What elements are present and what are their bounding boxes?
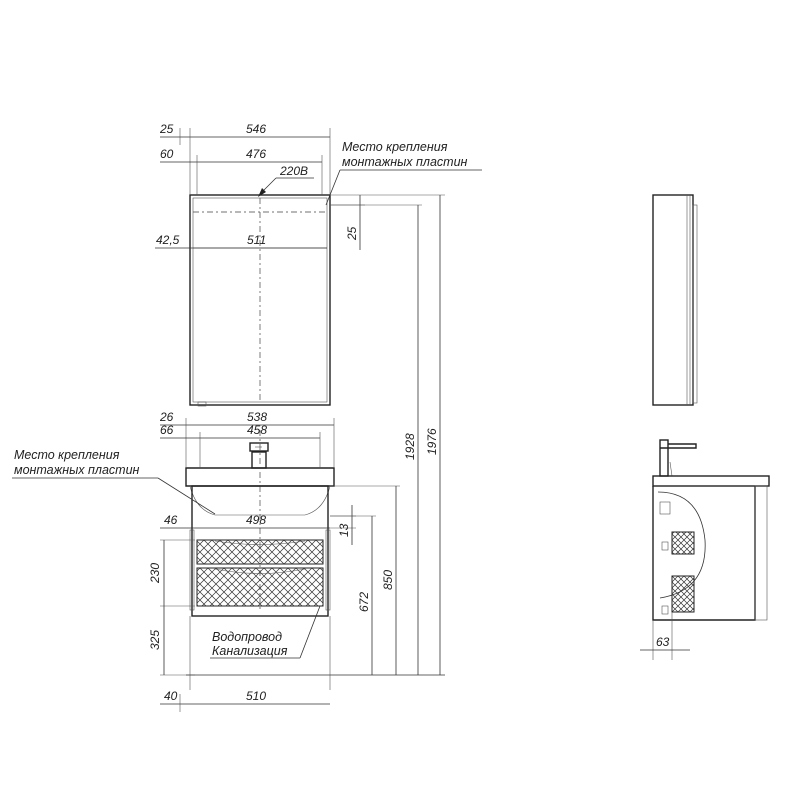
faucet-icon — [249, 442, 269, 469]
dim-label-458: 458 — [247, 423, 267, 437]
pipes-callout: Водопровод Канализация — [210, 605, 321, 659]
dim-vanity-left-verticals: 230 325 — [148, 539, 195, 676]
dim-label-v25: 25 — [345, 226, 359, 241]
dim-vanity-v13: 13 — [330, 505, 356, 545]
dim-label-230: 230 — [148, 563, 162, 584]
pipes-label-sewer: Канализация — [212, 644, 288, 658]
mirror-mount-label-line2: монтажных пластин — [342, 155, 468, 169]
voltage-marker: 220В — [258, 164, 314, 197]
dim-label-63: 63 — [656, 635, 670, 649]
mirror-cabinet-front — [189, 194, 331, 407]
mirror-mount-label-line1: Место крепления — [342, 140, 448, 154]
dim-label-511: 511 — [247, 233, 266, 247]
dim-label-42-5: 42,5 — [156, 233, 180, 247]
vanity-side-front — [754, 485, 768, 621]
drawer-bottom — [196, 567, 324, 607]
dim-label-546: 546 — [246, 122, 266, 136]
faucet-side-icon — [659, 439, 697, 477]
vanity-side — [652, 439, 770, 621]
vanity-mount-label-line2: монтажных пластин — [14, 463, 140, 477]
dim-label-538: 538 — [247, 410, 267, 424]
dim-vanity-right-verticals: 672 850 — [330, 485, 400, 675]
dim-vanity-510: 40 510 — [160, 689, 330, 712]
dim-label-510: 510 — [246, 689, 266, 703]
dim-vanity-498: 46 498 — [160, 513, 330, 529]
vanity-side-body — [652, 486, 756, 621]
dim-label-40: 40 — [164, 689, 178, 703]
dim-label-850: 850 — [381, 570, 395, 590]
dim-label-25-top: 25 — [159, 122, 174, 136]
dim-label-66: 66 — [160, 423, 174, 437]
basin-side-top — [652, 475, 770, 487]
dim-overall-heights: 1928 1976 — [330, 194, 445, 675]
dim-label-60: 60 — [160, 147, 174, 161]
dim-label-1976: 1976 — [425, 428, 439, 455]
pipes-label-water: Водопровод — [212, 630, 282, 644]
drawer-top — [196, 539, 324, 565]
vanity-mount-callout: Место крепления монтажных пластин — [12, 448, 216, 515]
dim-label-325: 325 — [148, 630, 162, 650]
dim-label-498: 498 — [246, 513, 266, 527]
dim-side-63: 63 — [640, 612, 690, 660]
vanity-side-panel-left — [189, 529, 195, 611]
dim-mirror-511: 42,5 511 — [155, 233, 327, 249]
dim-label-1928: 1928 — [403, 433, 417, 460]
mirror-mount-callout: Место крепления монтажных пластин — [325, 140, 482, 206]
dim-label-476: 476 — [246, 147, 266, 161]
dim-mirror-476: 60 476 — [160, 147, 323, 195]
dim-label-672: 672 — [357, 592, 371, 612]
mirror-cabinet-side — [652, 194, 698, 406]
vanity-body — [191, 485, 329, 617]
drawer-bottom-handle — [214, 568, 306, 574]
vanity-mount-label-line1: Место крепления — [14, 448, 120, 462]
side-drawer-bottom — [671, 575, 695, 613]
dim-vanity-538: 26 538 — [159, 410, 335, 468]
side-drawer-top — [671, 531, 695, 555]
dim-vanity-458: 66 458 — [160, 423, 321, 468]
dim-label-v13: 13 — [337, 523, 351, 537]
drawer-top-handle — [214, 540, 306, 545]
voltage-label: 220В — [279, 164, 308, 178]
dim-label-46: 46 — [164, 513, 178, 527]
dim-label-26: 26 — [159, 410, 174, 424]
vanity-front — [185, 430, 335, 617]
dim-mirror-v25: 25 — [330, 195, 365, 250]
dim-mirror-546: 25 546 — [159, 122, 331, 195]
mirror-foot — [197, 401, 207, 407]
vanity-side-panel-right — [325, 529, 331, 611]
